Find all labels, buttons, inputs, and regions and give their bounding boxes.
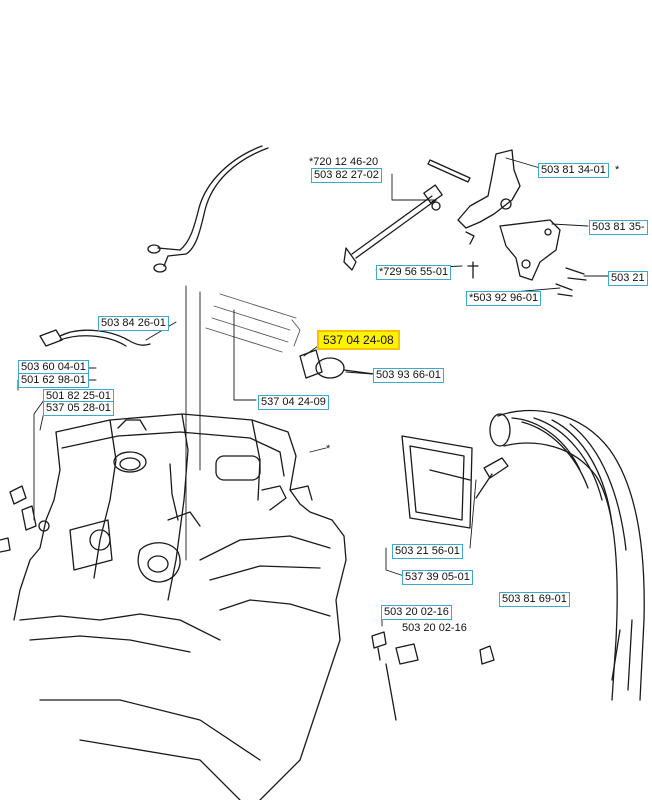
part-label-537-39-05-01: 537 39 05-01 (402, 570, 473, 585)
fuel-tank-housing-drawing (13, 413, 347, 800)
part-label-503-84-26-01: 503 84 26-01 (98, 316, 169, 331)
part-label-503-21-56-01: 503 21 56-01 (392, 544, 463, 559)
part-label-503-92-96-01: *503 92 96-01 (466, 291, 542, 306)
throttle-rod-drawing (343, 159, 471, 271)
part-label-503-20-02-16-a: 503 20 02-16 (381, 605, 452, 620)
part-label-503-81-35: 503 81 35- (589, 220, 648, 235)
part-label-503-20-02-16-b: 503 20 02-16 (402, 622, 467, 634)
part-label-501-82-25-01: 501 82 25-01 (43, 389, 114, 404)
part-label-503-81-34-01: 503 81 34-01 (538, 163, 609, 178)
part-label-503-93-66-01: 503 93 66-01 (373, 368, 444, 383)
part-label-720-12-46-20: *720 12 46-20 (309, 156, 379, 168)
part-label-503-81-69-01: 503 81 69-01 (499, 592, 570, 607)
part-label-729-56-55-01: *729 56 55-01 (376, 265, 452, 280)
tube-drawing (205, 293, 301, 353)
wire-harness-drawing (147, 145, 269, 273)
part-label-537-04-24-08-highlighted: 537 04 24-08 (317, 330, 400, 350)
wire-connector-drawing (39, 329, 151, 347)
part-label-537-05-28-01: 537 05 28-01 (43, 401, 114, 416)
handle-bar-drawing (489, 409, 645, 701)
asterisk-mark: * (615, 164, 620, 176)
fittings-drawing (0, 485, 50, 553)
bolts-drawing (371, 631, 495, 721)
asterisk-note: * (326, 443, 331, 455)
primer-bulb-drawing (299, 349, 375, 379)
part-label-501-62-98-01: 501 62 98-01 (18, 373, 89, 388)
part-label-503-82-27-02: 503 82 27-02 (311, 168, 382, 183)
filter-cover-drawing (401, 435, 509, 529)
part-label-537-04-24-09: 537 04 24-09 (258, 395, 329, 410)
part-label-503-21: 503 21 (608, 271, 648, 286)
throttle-lever-drawing (457, 149, 587, 297)
